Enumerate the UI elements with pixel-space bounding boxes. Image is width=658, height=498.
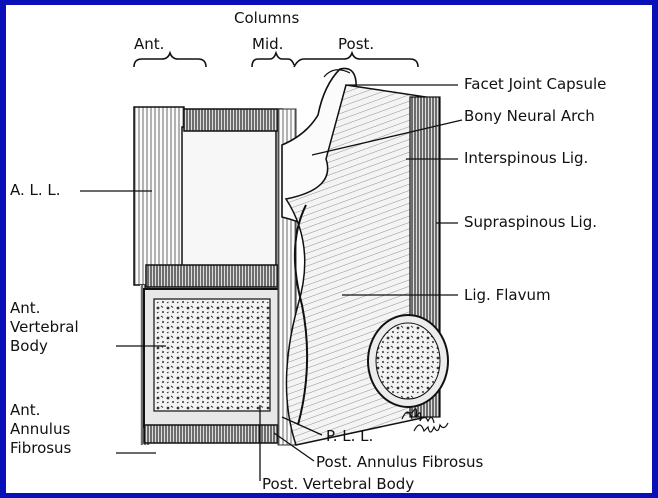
- cancellous-bone-shape: [154, 299, 270, 411]
- brace-ant: [134, 53, 206, 67]
- diagram-slide: Columns Ant. Mid. Post. Facet Joint Caps…: [6, 5, 652, 493]
- ant-vertebral-body-label: Ant. Vertebral Body: [10, 299, 79, 356]
- lig-flavum-label: Lig. Flavum: [464, 288, 551, 303]
- upper-vertebral-body-shape: [182, 127, 276, 267]
- supraspinous-lig-label: Supraspinous Lig.: [464, 215, 597, 230]
- ant-annulus-line-2: Annulus: [10, 420, 71, 439]
- all-label: A. L. L.: [10, 183, 61, 198]
- bottom-disc-shape: [144, 425, 284, 443]
- columns-heading: Columns: [234, 11, 299, 26]
- brace-mid: [252, 53, 294, 67]
- upper-disc-shape: [184, 109, 282, 131]
- ant-annulus-line-3: Fibrosus: [10, 439, 71, 458]
- lower-disc-shape: [146, 265, 282, 287]
- ant-vertebral-body-line-1: Ant.: [10, 299, 79, 318]
- interspinous-lig-label: Interspinous Lig.: [464, 151, 588, 166]
- post-vertebral-body-label: Post. Vertebral Body: [262, 477, 414, 492]
- column-ant-label: Ant.: [134, 37, 164, 52]
- bony-neural-arch-label: Bony Neural Arch: [464, 109, 595, 124]
- brace-post: [294, 53, 418, 67]
- column-braces: [134, 53, 418, 67]
- ant-vertebral-body-line-2: Vertebral: [10, 318, 79, 337]
- anterior-ligament-shape: [134, 107, 184, 285]
- column-post-label: Post.: [338, 37, 374, 52]
- post-annulus-fibrosus-label: Post. Annulus Fibrosus: [316, 455, 483, 470]
- ant-vertebral-body-line-3: Body: [10, 337, 79, 356]
- ant-annulus-line-1: Ant.: [10, 401, 71, 420]
- facet-joint-capsule-label: Facet Joint Capsule: [464, 77, 606, 92]
- ant-annulus-fibrosus-label: Ant. Annulus Fibrosus: [10, 401, 71, 458]
- column-mid-label: Mid.: [252, 37, 283, 52]
- pll-label: P. L. L.: [326, 429, 373, 444]
